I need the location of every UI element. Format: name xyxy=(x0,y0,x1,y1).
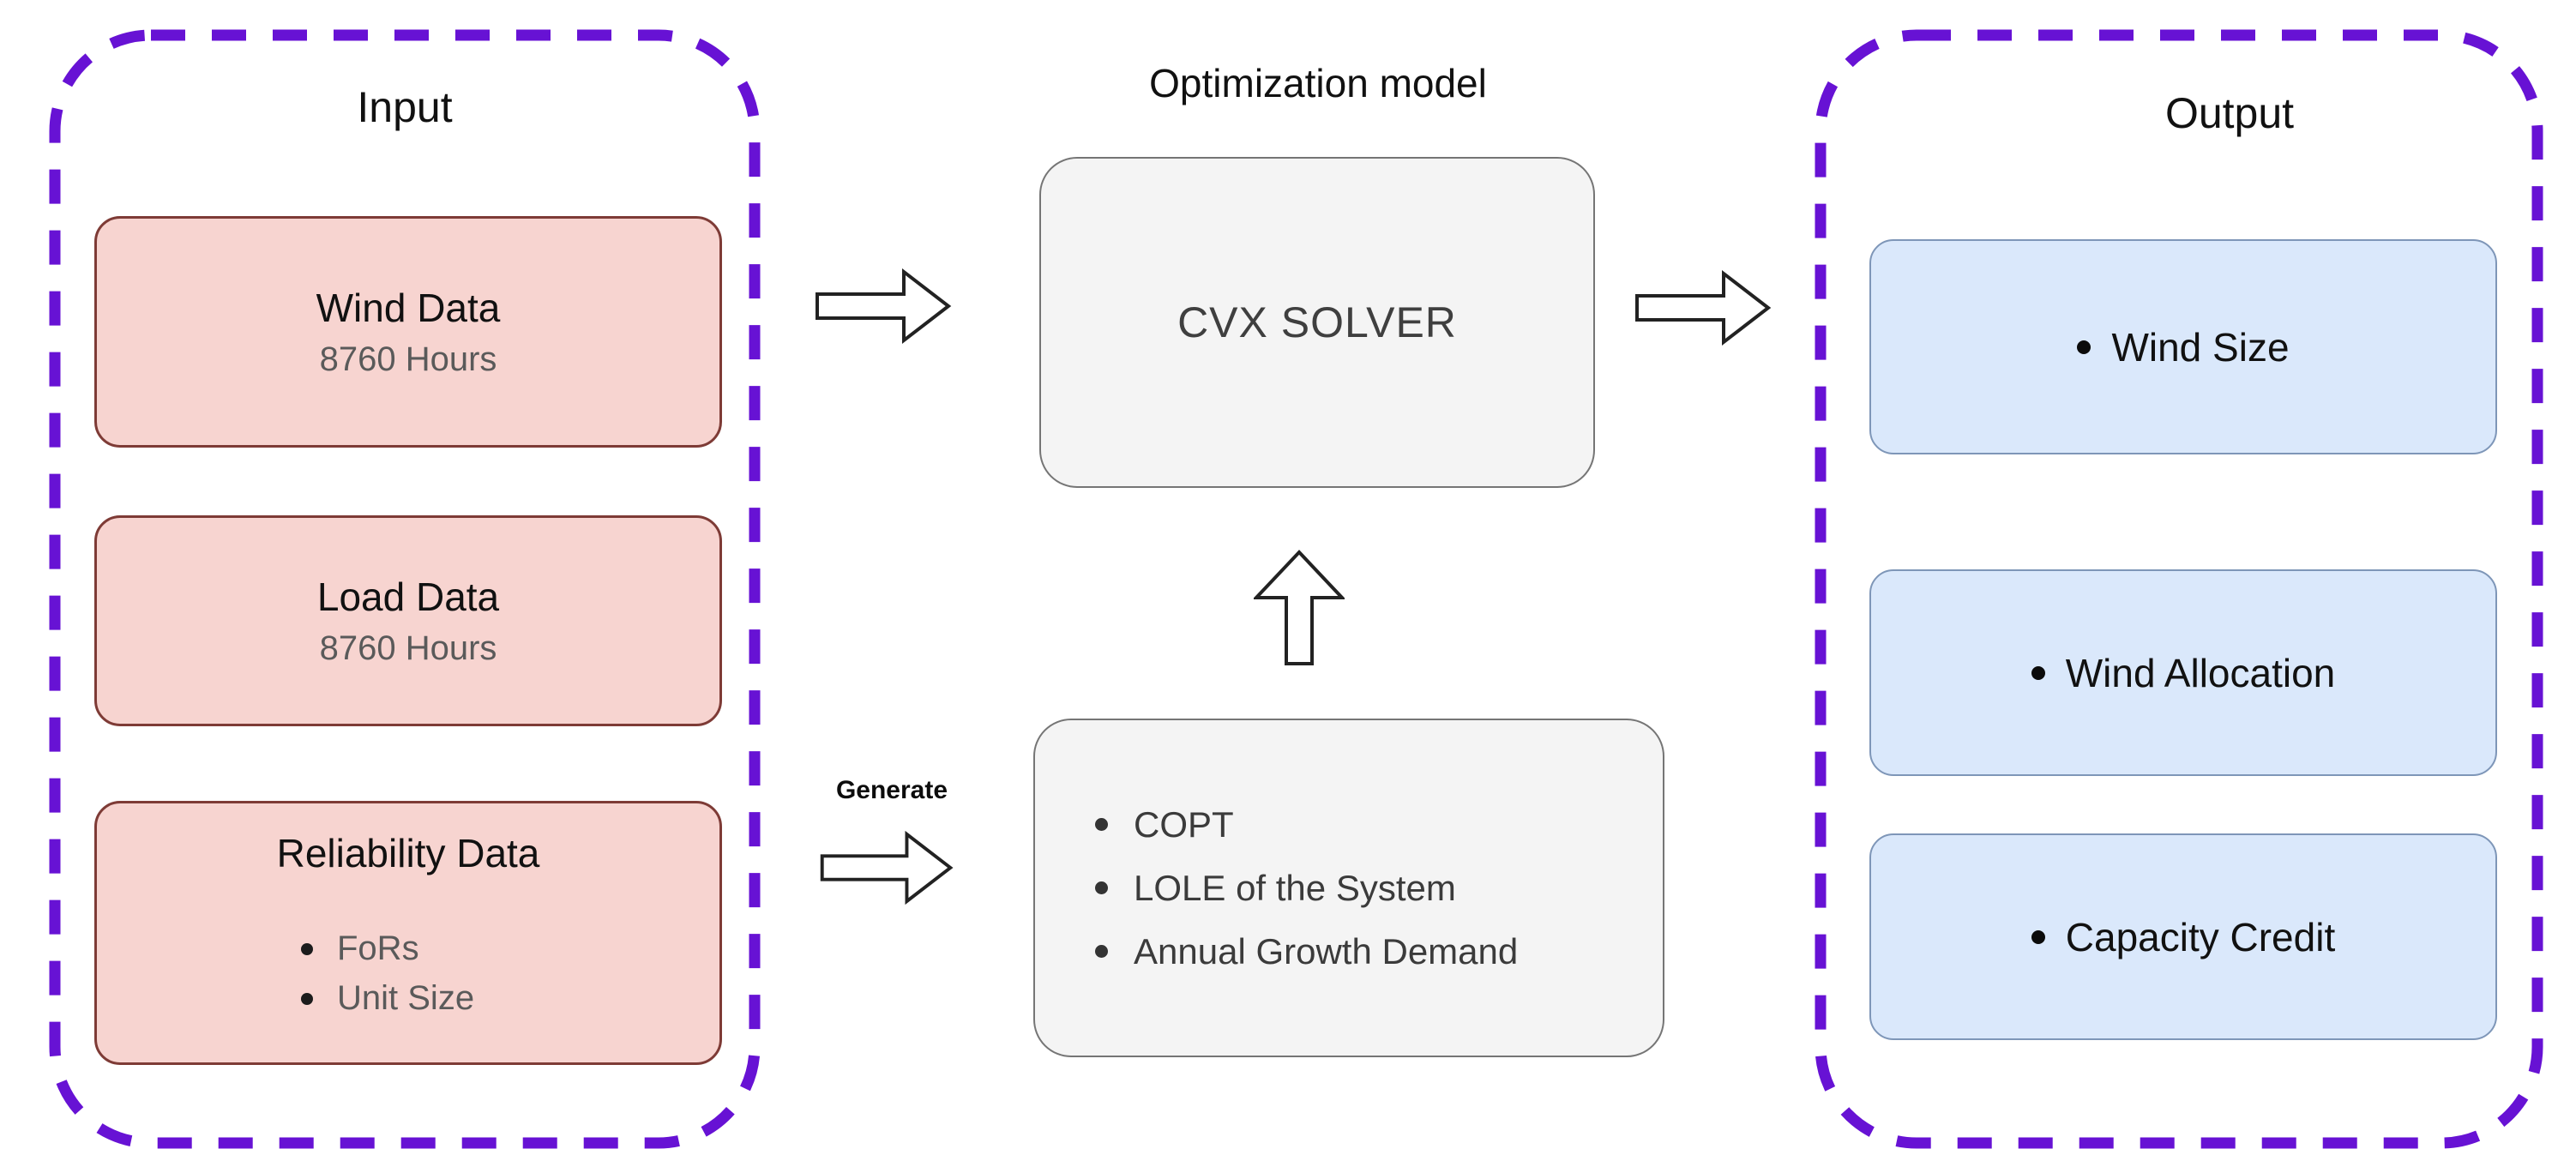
bullet-dot-icon xyxy=(1095,818,1108,831)
arrow-right-icon xyxy=(816,268,952,345)
reliability-bullet-list: FoRs Unit Size xyxy=(301,924,474,1024)
generated-bullet-copt: COPT xyxy=(1134,803,1234,845)
output-group-title: Output xyxy=(2164,89,2295,137)
cvx-solver-box: CVX SOLVER xyxy=(1039,157,1595,488)
generated-data-box: COPT LOLE of the System Annual Growth De… xyxy=(1033,719,1664,1057)
bullet-dot-icon xyxy=(301,942,313,955)
wind-allocation-label: Wind Allocation xyxy=(2065,650,2336,695)
list-item: LOLE of the System xyxy=(1095,857,1663,920)
bullet-dot-icon xyxy=(1095,945,1108,958)
bullet-dot-icon xyxy=(1095,881,1108,894)
capacity-credit-box: Capacity Credit xyxy=(1869,833,2497,1040)
generated-bullet-lole: LOLE of the System xyxy=(1134,867,1456,908)
reliability-data-box: Reliability Data FoRs Unit Size xyxy=(94,801,722,1065)
load-data-title: Load Data xyxy=(316,574,500,619)
cvx-solver-label: CVX SOLVER xyxy=(1177,298,1457,346)
reliability-bullet-fors: FoRs xyxy=(337,929,419,968)
generated-bullet-annual-growth: Annual Growth Demand xyxy=(1134,930,1519,971)
wind-data-box: Wind Data 8760 Hours xyxy=(94,216,722,448)
output-group-dashed-border xyxy=(1815,29,2543,1149)
load-data-subtitle: 8760 Hours xyxy=(319,629,497,668)
input-group-dashed-border xyxy=(49,29,761,1149)
bullet-dot-icon xyxy=(301,992,313,1005)
generated-bullet-list: COPT LOLE of the System Annual Growth De… xyxy=(1035,720,1663,1056)
optimization-model-title: Optimization model xyxy=(1149,61,1487,105)
arrow-right-icon xyxy=(1635,269,1772,346)
input-group-title: Input xyxy=(357,83,453,131)
reliability-bullet-unit-size: Unit Size xyxy=(337,979,475,1018)
bullet-dot-icon xyxy=(2077,340,2091,354)
arrow-up-icon xyxy=(1254,550,1345,665)
wind-data-subtitle: 8760 Hours xyxy=(319,340,497,379)
list-item: Annual Growth Demand xyxy=(1095,920,1663,984)
bullet-dot-icon xyxy=(2031,665,2045,680)
list-item: Unit Size xyxy=(301,974,474,1024)
list-item: FoRs xyxy=(301,924,474,974)
capacity-credit-label: Capacity Credit xyxy=(2065,914,2336,959)
generate-label: Generate xyxy=(835,776,948,804)
wind-allocation-box: Wind Allocation xyxy=(1869,569,2497,776)
arrow-right-icon xyxy=(820,830,954,905)
wind-data-title: Wind Data xyxy=(316,285,501,330)
wind-size-box: Wind Size xyxy=(1869,239,2497,454)
load-data-box: Load Data 8760 Hours xyxy=(94,515,722,726)
wind-size-label: Wind Size xyxy=(2111,324,2290,370)
list-item: COPT xyxy=(1095,793,1663,857)
reliability-data-title: Reliability Data xyxy=(276,831,540,875)
bullet-dot-icon xyxy=(2031,929,2045,944)
